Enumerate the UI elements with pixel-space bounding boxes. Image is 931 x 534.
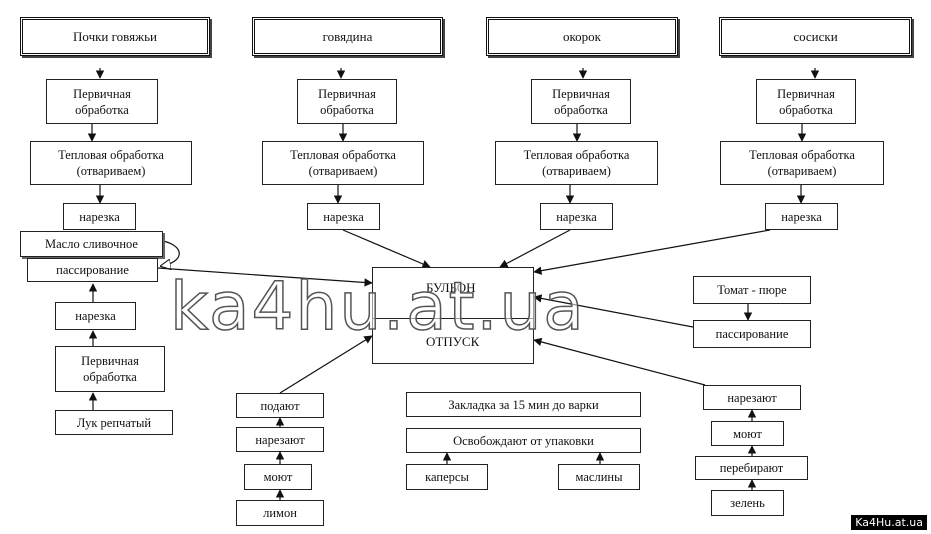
wash-box: моют (711, 421, 784, 446)
primary-processing-box: Первичная обработка (531, 79, 631, 124)
arrow (157, 267, 373, 287)
capers-box: каперсы (406, 464, 488, 490)
heat-processing-box: Тепловая обработка (отвариваем) (495, 141, 658, 185)
cutting-box: нарезка (540, 203, 613, 230)
watermark: ka4hu.at.ua (169, 267, 586, 346)
source-kidneys-box: Почки говяжьи (20, 17, 210, 56)
arrow (533, 337, 706, 386)
saute-box: пассирование (27, 258, 158, 282)
source-beef-box: говядина (252, 17, 443, 56)
heat-processing-box: Тепловая обработка (отвариваем) (262, 141, 424, 185)
broth-serving-box (372, 267, 534, 364)
corner-label: Ka4Hu.at.ua (851, 515, 927, 530)
arrow (533, 229, 771, 275)
slice-box: нарезают (236, 427, 324, 452)
wash-box: моют (244, 464, 312, 490)
primary-processing-box: Первичная обработка (55, 346, 165, 392)
cutting-box: нарезка (63, 203, 136, 230)
butter-box: Масло сливочное (20, 231, 163, 257)
arrow (161, 240, 180, 266)
cutting-box: нарезка (765, 203, 838, 230)
onion-box: Лук репчатый (55, 410, 173, 435)
bookmark-box: Закладка за 15 мин до варки (406, 392, 641, 417)
tomato-box: Томат - пюре (693, 276, 811, 304)
arrow (499, 229, 571, 268)
heat-processing-box: Тепловая обработка (отвариваем) (720, 141, 884, 185)
slice-box: нарезают (703, 385, 801, 410)
primary-processing-box: Первичная обработка (46, 79, 158, 124)
serve-box: подают (236, 393, 324, 418)
arrow (279, 335, 373, 394)
serving-label: ОТПУСК (426, 334, 480, 349)
cutting-box: нарезка (307, 203, 380, 230)
lemon-box: лимон (236, 500, 324, 526)
heat-processing-box: Тепловая обработка (отвариваем) (30, 141, 192, 185)
source-ham-box: окорок (486, 17, 678, 56)
sort-box: перебирают (695, 456, 808, 480)
arrow (342, 229, 431, 268)
primary-processing-box: Первичная обработка (756, 79, 856, 124)
unpack-box: Освобождают от упаковки (406, 428, 641, 453)
primary-processing-box: Первичная обработка (297, 79, 397, 124)
saute-box: пассирование (693, 320, 811, 348)
greens-box: зелень (711, 490, 784, 516)
arrow (533, 294, 694, 328)
broth-label: БУЛЬОН (426, 280, 476, 295)
cutting-box: нарезка (55, 302, 136, 330)
central-divider (372, 318, 534, 319)
olives-box: маслины (558, 464, 640, 490)
source-sausages-box: сосиски (719, 17, 912, 56)
